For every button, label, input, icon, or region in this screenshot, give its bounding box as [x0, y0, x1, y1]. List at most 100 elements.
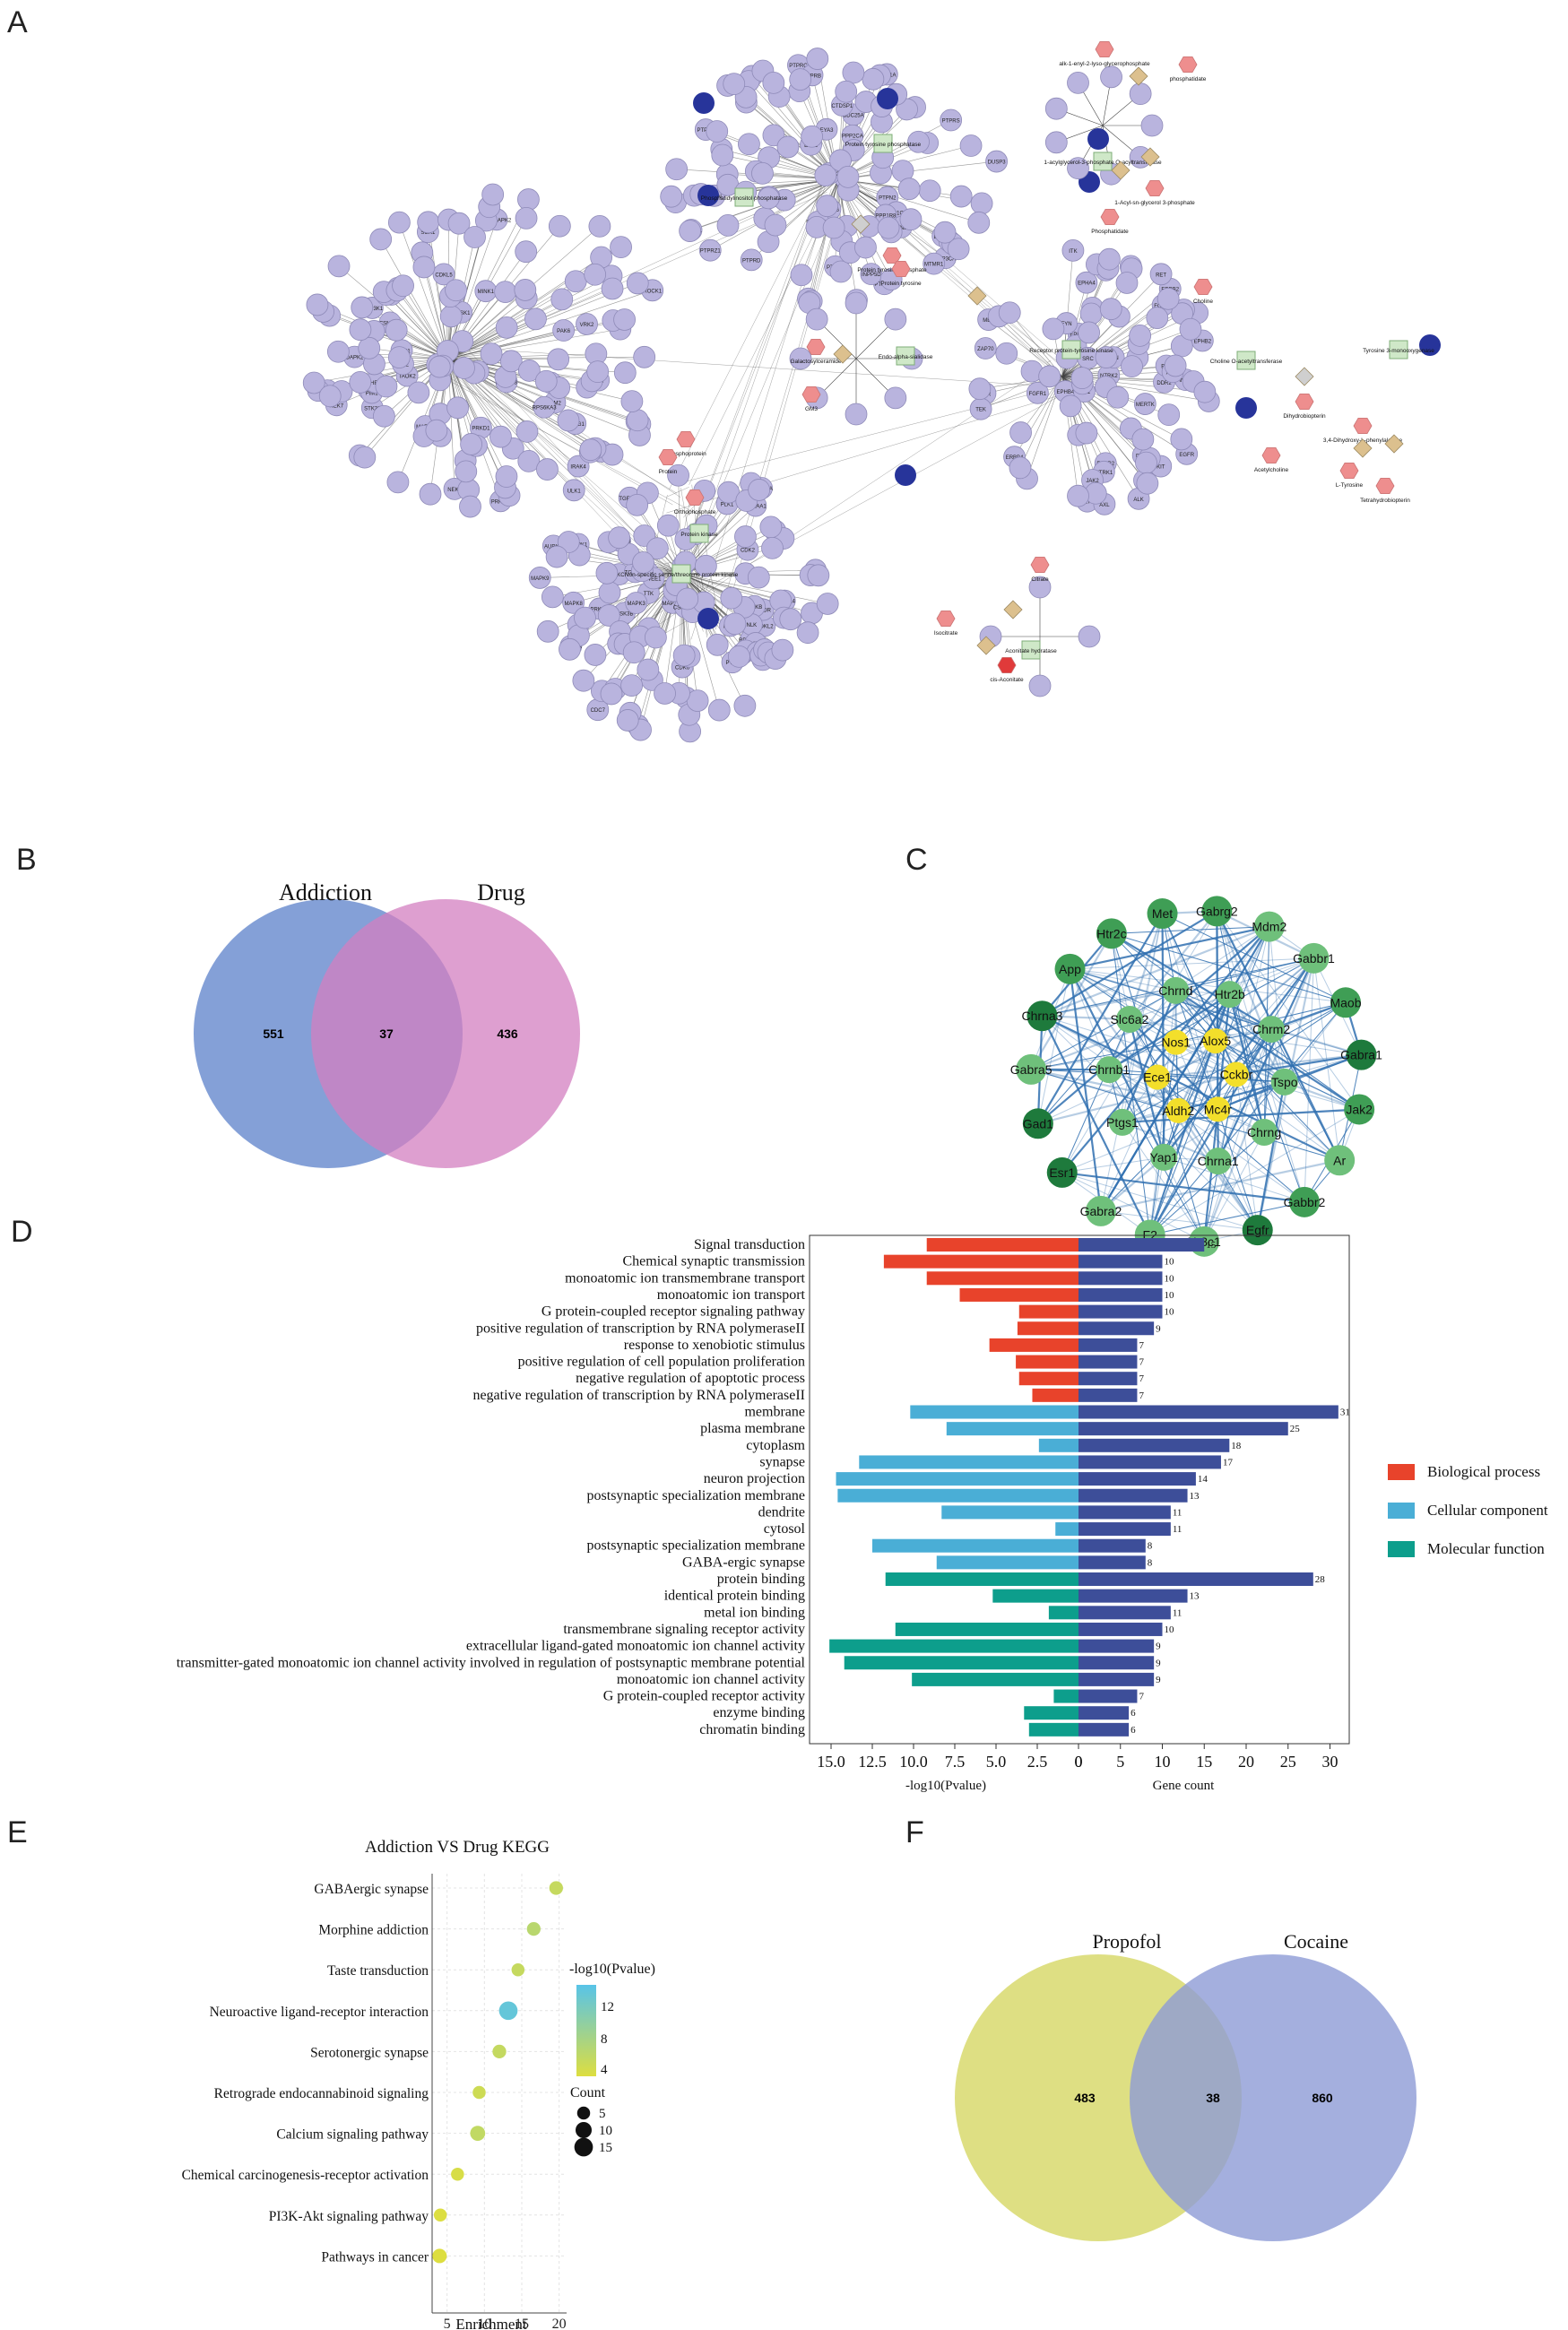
go-bar-pvalue — [837, 1488, 1079, 1503]
gene-node-label: TAOK2 — [398, 375, 416, 380]
enzyme-hub-node — [1061, 340, 1081, 359]
gene-node — [771, 638, 794, 662]
kegg-pathway-label: Morphine addiction — [318, 1923, 429, 1938]
venn-right-count: 436 — [497, 1026, 518, 1041]
go-bar-gene-count — [1079, 1238, 1205, 1252]
venn-overlap-count: 38 — [1206, 2091, 1220, 2105]
gene-node-label: WEE1 — [646, 577, 663, 583]
network-edge — [380, 238, 449, 359]
ppi-node-gabra2 — [1085, 1195, 1116, 1226]
gene-node-label: CTDSP1 — [832, 104, 853, 109]
gene-node-label: EPHB2 — [1193, 339, 1211, 344]
gene-node-label: PIM1 — [366, 391, 379, 396]
ppi-edge — [1070, 957, 1314, 970]
gene-node — [620, 390, 644, 412]
x-axis-label-left: -log10(Pvalue) — [905, 1779, 986, 1793]
enzyme-hub-label: 1-acylglycerol-3-phosphate O-acyltransfe… — [1044, 160, 1162, 166]
ppi-edge — [1312, 957, 1340, 1161]
go-bar-count-label: 7 — [1139, 1357, 1144, 1368]
network-edge — [687, 178, 825, 575]
gene-node-label: GSK3B — [615, 611, 633, 617]
ppi-node-ece1 — [1145, 1064, 1171, 1090]
reaction-node — [851, 214, 871, 234]
gene-node — [637, 658, 660, 681]
network-edge — [748, 81, 839, 180]
gene-node — [574, 606, 596, 629]
gene-node-label: CDK6 — [675, 666, 690, 671]
gene-node — [432, 263, 455, 286]
x-tick-label: 20 — [552, 2317, 567, 2330]
gene-node — [645, 537, 669, 560]
gene-node — [632, 551, 654, 574]
metabolite-label: Choline — [1193, 299, 1213, 305]
gene-node — [854, 236, 877, 259]
go-bar-pvalue — [859, 1455, 1079, 1469]
ppi-edge — [1070, 968, 1176, 1044]
go-bar-pvalue — [885, 1572, 1079, 1586]
gene-node-label: NLK — [747, 623, 758, 628]
gene-node-label: FGFR1 — [1029, 392, 1047, 397]
gene-node — [601, 277, 624, 300]
gene-node — [302, 371, 325, 394]
gene-node-label: EPHB4 — [1057, 390, 1075, 395]
venn-right-label: Drug — [477, 879, 524, 905]
reaction-node — [1295, 367, 1314, 386]
gene-node — [386, 471, 410, 494]
gene-node — [949, 185, 973, 208]
gene-node-label: ALK — [1133, 498, 1143, 503]
metabolite-label: phosphatidate — [1170, 76, 1207, 82]
enzyme-hub-label: Receptor protein-tyrosine kinase — [1029, 348, 1113, 354]
ppi-node-label: Aldh2 — [1162, 1104, 1194, 1118]
go-bar-count-label: 8 — [1148, 1557, 1153, 1568]
go-bar-pvalue — [910, 1405, 1079, 1419]
metabolite-label: Acetylcholine — [1254, 467, 1289, 473]
metabolite-label: Phosphoprotein — [665, 451, 706, 457]
gene-node — [1009, 421, 1032, 444]
ppi-edge — [1111, 932, 1347, 1003]
metabolite-node — [997, 656, 1017, 674]
enzyme-node-highlight — [697, 608, 719, 629]
ppi-node-app — [1054, 953, 1086, 984]
gene-node — [1149, 263, 1173, 286]
metabolite-node — [1295, 393, 1314, 411]
go-bar-count-label: 10 — [1165, 1273, 1175, 1284]
go-bar-pvalue — [1048, 1606, 1079, 1620]
gene-node-label: PPP3CA — [935, 256, 957, 262]
network-edge — [837, 171, 1064, 368]
gene-node-label: PTPRZ1 — [700, 249, 722, 255]
gene-node — [968, 377, 992, 401]
enzyme-hub-node — [1021, 640, 1041, 660]
kegg-bubble — [549, 1881, 563, 1895]
gene-node — [572, 669, 595, 692]
ppi-edge — [1031, 1069, 1179, 1112]
size-legend-label: 5 — [599, 2107, 606, 2121]
ppi-edge — [1041, 1015, 1340, 1162]
ppi-node-mdm2 — [1253, 911, 1285, 942]
metabolite-node — [658, 448, 678, 466]
enzyme-node-highlight — [895, 464, 916, 486]
metabolite-label: Protein tyrosine phosphate — [857, 267, 927, 273]
ppi-node-label: Gad1 — [1023, 1116, 1053, 1130]
gene-node-label: FLT3 — [1081, 500, 1094, 506]
gene-node-label: PAK6 — [557, 329, 571, 334]
gene-node-label: NEK7 — [329, 403, 343, 409]
gene-node-label: CDC7 — [591, 708, 606, 714]
gene-node — [1095, 346, 1118, 368]
legend-swatch-cc — [1388, 1503, 1415, 1519]
metabolite-node — [801, 385, 821, 403]
network-edge — [447, 353, 596, 359]
ppi-node-label: Chrna1 — [1198, 1154, 1239, 1168]
enzyme-hub-label: Phosphatidylinositol phosphatase — [701, 195, 788, 202]
gene-node — [694, 554, 717, 577]
go-bar-count-label: 7 — [1139, 1390, 1144, 1401]
ppi-node-label: App — [1059, 962, 1081, 976]
metabolite-label: Orthophosphate — [674, 509, 716, 515]
gene-node — [349, 318, 372, 342]
panel-letter-c: C — [905, 843, 928, 877]
gene-node — [1028, 674, 1052, 697]
gene-node — [1070, 367, 1094, 390]
gene-node — [836, 165, 860, 188]
legend-label-cc: Cellular component — [1427, 1502, 1548, 1519]
